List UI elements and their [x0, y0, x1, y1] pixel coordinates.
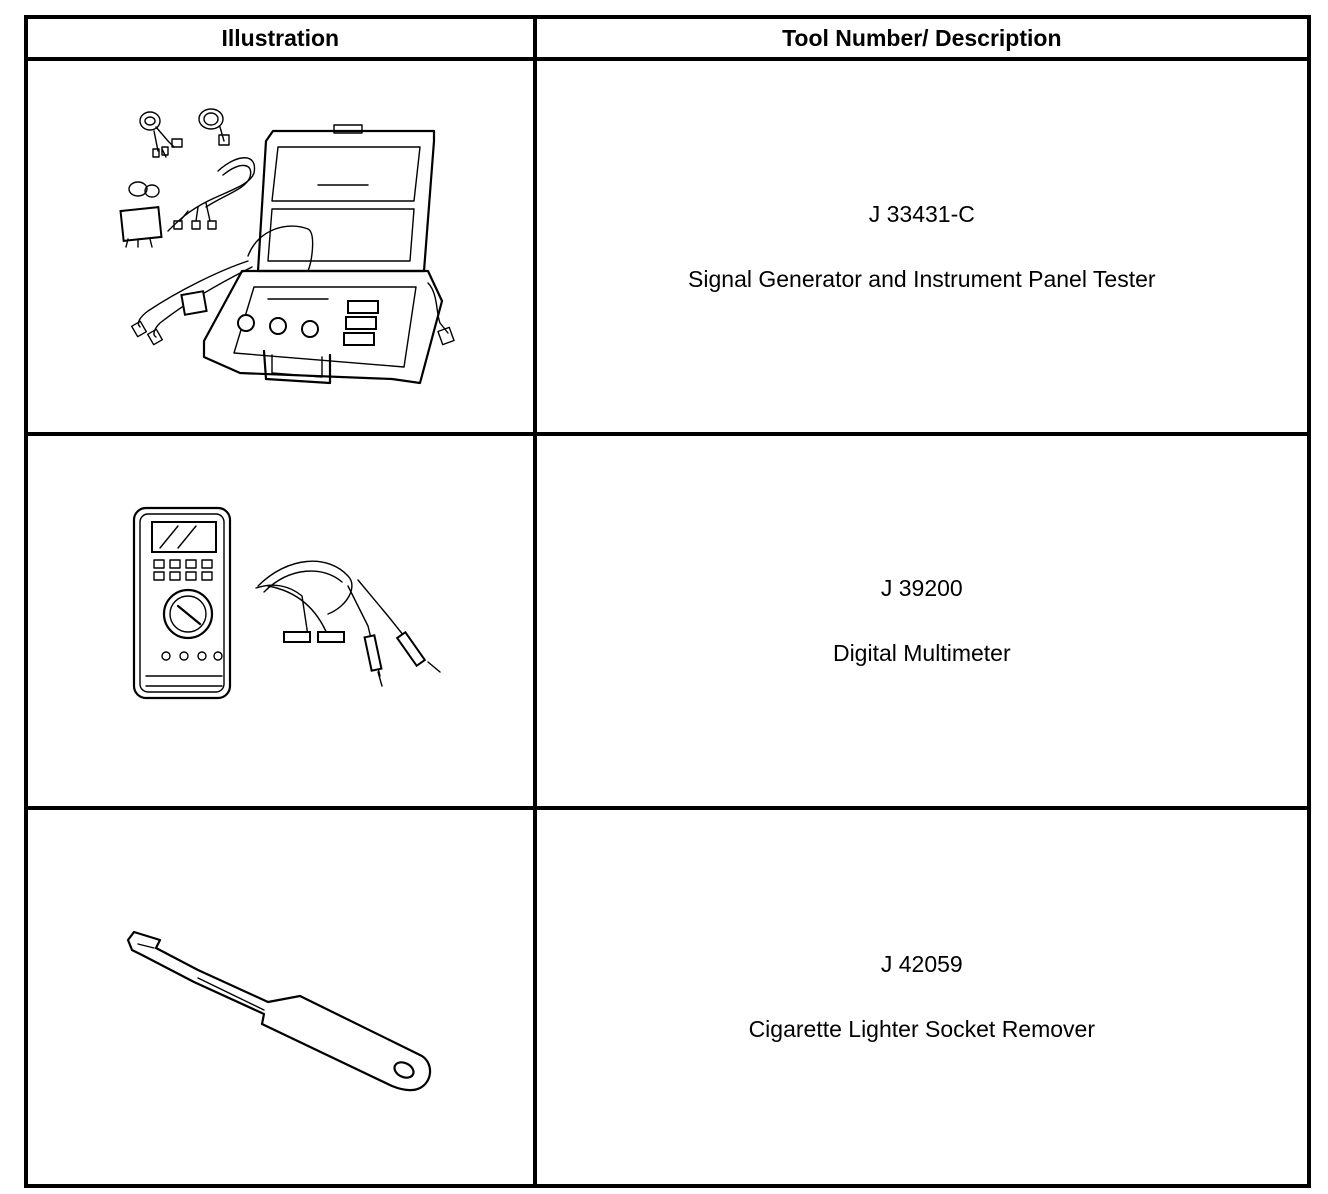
multimeter-leads-icon — [255, 560, 441, 687]
illustration-cell — [24, 806, 537, 1188]
illustration-cell — [24, 57, 537, 436]
table-row: J 33431-C Signal Generator and Instrumen… — [24, 57, 1312, 436]
tool-number: J 39200 — [880, 575, 963, 601]
socket-remover-tool-illustration — [126, 930, 432, 1092]
special-tools-table: Illustration Tool Number/ Description — [24, 15, 1312, 1188]
description-column-header: Tool Number/ Description — [532, 15, 1312, 61]
socket-remover-icon — [126, 930, 432, 1092]
cable-bundle-icon — [119, 157, 256, 248]
table-row: J 39200 Digital Multimeter — [24, 432, 1312, 810]
table-row: J 42059 Cigarette Lighter Socket Remover — [24, 806, 1312, 1188]
tool-description: Cigarette Lighter Socket Remover — [748, 1016, 1095, 1042]
table-header-row: Illustration Tool Number/ Description — [24, 15, 1312, 61]
case-base-icon — [202, 269, 455, 385]
tool-number: J 42059 — [880, 951, 963, 977]
test-leads-icon — [130, 260, 253, 346]
digital-multimeter-illustration — [132, 506, 441, 700]
description-cell: J 39200 Digital Multimeter — [532, 432, 1312, 810]
illustration-column-header: Illustration — [24, 15, 537, 61]
harness-connector-icon — [139, 108, 230, 158]
description-cell: J 33431-C Signal Generator and Instrumen… — [532, 57, 1312, 436]
description-cell: J 42059 Cigarette Lighter Socket Remover — [532, 806, 1312, 1188]
multimeter-body-icon — [132, 506, 232, 700]
tool-description: Digital Multimeter — [832, 640, 1011, 666]
case-lid-icon — [247, 124, 436, 273]
signal-generator-case-illustration — [119, 108, 455, 385]
illustration-cell — [24, 432, 537, 810]
tool-description: Signal Generator and Instrument Panel Te… — [688, 265, 1156, 292]
tool-number: J 33431-C — [868, 200, 975, 227]
